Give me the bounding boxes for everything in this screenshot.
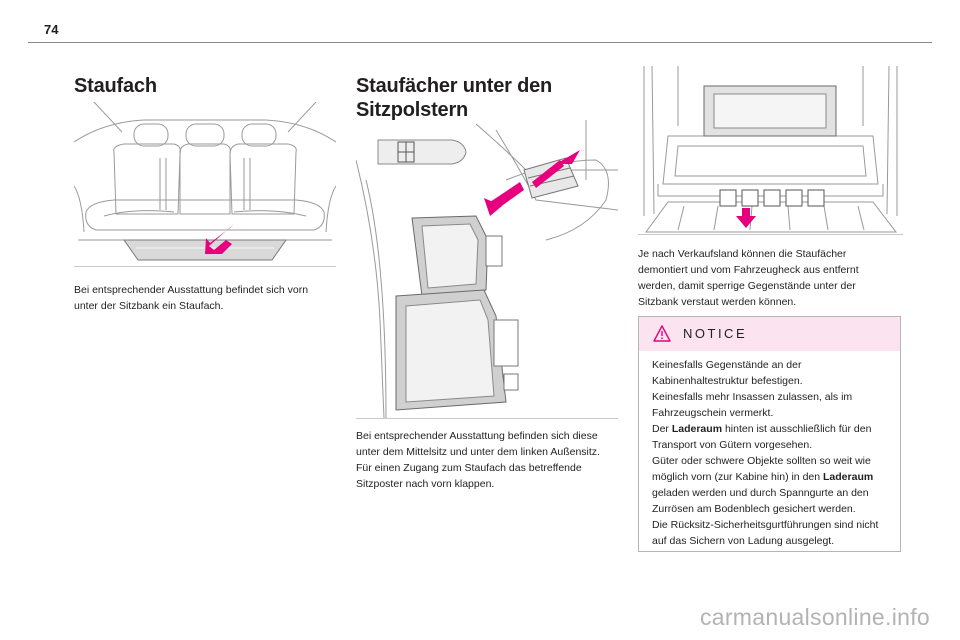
notice-header: NOTICE xyxy=(639,317,900,351)
bench-seat-drawing xyxy=(74,102,336,261)
notice-line: Transport von Gütern vorgesehen. xyxy=(652,439,813,451)
seat-storage-drawing xyxy=(356,120,618,418)
illustration-seat-cushion-storage xyxy=(356,120,618,419)
notice-line: Der Laderaum hinten ist ausschließlich f… xyxy=(652,423,872,435)
notice-box: NOTICE Keinesfalls Gegenstände an der Ka… xyxy=(638,316,901,552)
notice-body: Keinesfalls Gegenstände an der Kabinenha… xyxy=(639,351,900,549)
header-rule xyxy=(28,42,932,43)
section-heading-staufach: Staufach xyxy=(74,75,157,97)
paragraph-staufaecher: Bei entsprechender Ausstattung befinden … xyxy=(356,430,600,490)
section-heading-staufaecher: Staufächer unter den Sitzpolstern xyxy=(356,75,553,121)
page-number: 74 xyxy=(44,22,59,37)
rear-cargo-drawing xyxy=(643,66,898,233)
notice-line: geladen werden und durch Spanngurte an d… xyxy=(652,487,869,499)
notice-line: Kabinenhaltestruktur befestigen. xyxy=(652,375,803,387)
illustration-rear-cargo xyxy=(638,66,903,235)
illustration-front-bench-storage xyxy=(74,102,336,267)
notice-title: NOTICE xyxy=(683,326,748,341)
notice-line: Zurrösen am Bodenblech gesichert werden. xyxy=(652,503,856,515)
paragraph-staufach: Bei entsprechender Ausstattung befindet … xyxy=(74,284,309,312)
paragraph-removal: Je nach Verkaufsland können die Staufäch… xyxy=(638,248,859,308)
notice-line: Keinesfalls Gegenstände an der xyxy=(652,359,802,371)
watermark: carmanualsonline.info xyxy=(699,604,930,630)
notice-line: Fahrzeugschein vermerkt. xyxy=(652,407,774,419)
notice-line: Keinesfalls mehr Insassen zulassen, als … xyxy=(652,391,853,403)
notice-line: auf das Sichern von Ladung ausgelegt. xyxy=(652,535,835,547)
warning-triangle-icon xyxy=(653,325,671,342)
notice-line: Güter oder schwere Objekte sollten so we… xyxy=(652,455,871,467)
notice-line: möglich vorn (zur Kabine hin) in den Lad… xyxy=(652,471,874,483)
notice-line: Die Rücksitz-Sicherheitsgurtführungen si… xyxy=(652,519,879,531)
